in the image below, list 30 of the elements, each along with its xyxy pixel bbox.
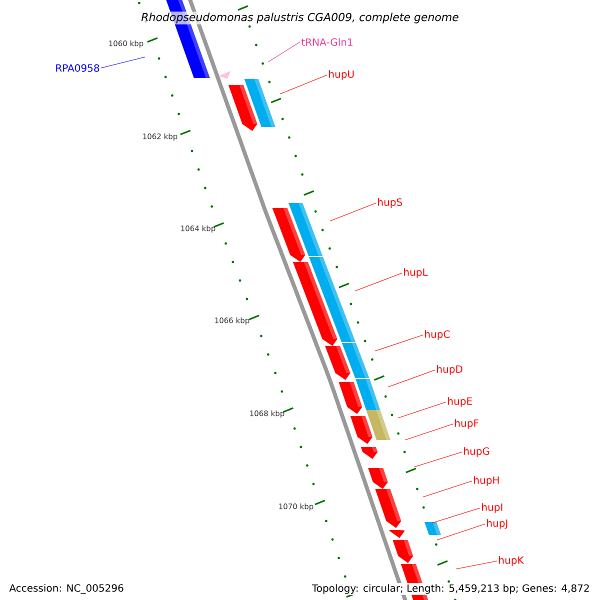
gene-label: hupK [499,556,524,566]
leader-line [432,508,480,524]
gene-label: hupC [425,330,450,340]
gene-label: RPA0958 [56,64,100,72]
leader-line [330,202,376,222]
leader-line [456,560,498,570]
leader-line [268,42,300,62]
leader-line [280,74,328,94]
gene-label: hupG [464,447,490,457]
leader-line [414,452,462,468]
gene-label: hupI [482,503,502,513]
leader-line [436,524,486,540]
gene-label: hupE [448,397,472,407]
gene-label: hupS [378,198,402,208]
gene-label: tRNA-Gln1 [301,38,352,46]
gene-label: hupJ [487,519,508,529]
footer-text: Accession: NC_005296 [8,583,125,595]
leader-line [374,334,424,352]
leader-line [100,56,146,68]
leader-line [398,402,446,418]
title: Rhodopseudomonas palustris CGA009, complete genome [140,12,460,24]
leader-line [404,424,454,440]
gene-label: hupL [404,268,428,278]
gene-label: hupU [329,70,354,80]
gene-label: hupH [474,476,499,486]
leader-line [354,272,402,292]
leader-line [422,480,472,498]
leader-line [388,370,436,388]
gene-label: hupF [455,419,478,429]
gene-label: hupD [437,365,462,375]
